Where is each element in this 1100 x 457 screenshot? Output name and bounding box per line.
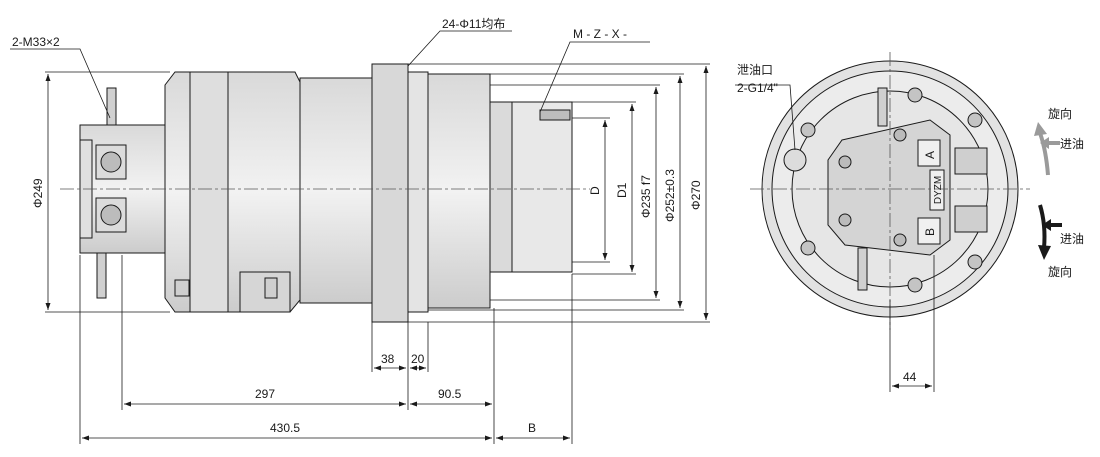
dim-430-5: 430.5 xyxy=(270,421,300,435)
side-bolt-2 xyxy=(264,277,278,299)
end-bolt xyxy=(800,122,816,138)
dim-38: 38 xyxy=(381,352,395,366)
sprocket-top-tab xyxy=(539,109,571,121)
bolt-holes-label: 24-Φ11均布 xyxy=(442,17,505,31)
output-hub xyxy=(427,73,491,309)
port-thread-label: 2-M33×2 xyxy=(12,35,60,49)
end-bolt xyxy=(800,240,816,256)
dim-44: 44 xyxy=(903,370,917,384)
drain-port-label-2: 2-G1/4" xyxy=(737,81,778,95)
end-bolt xyxy=(967,112,983,128)
rotation-label-upper: 旋向 xyxy=(1048,106,1072,121)
port-b-label: B xyxy=(923,228,937,236)
end-port-fitting-lower xyxy=(954,205,988,233)
output-shaft-ring xyxy=(489,101,513,273)
plate-name-box xyxy=(929,169,945,211)
nipple-bottom xyxy=(96,252,107,299)
output-sprocket xyxy=(511,101,573,273)
plate-name-label: DYZM xyxy=(933,176,944,204)
end-port-fitting-upper xyxy=(954,147,988,175)
rotation-arrows xyxy=(1034,122,1062,260)
rotation-arrow-up-head xyxy=(1034,122,1047,136)
drain-port-circle xyxy=(783,148,807,172)
dim-phi249: Φ249 xyxy=(31,178,45,208)
end-bolt xyxy=(967,254,983,270)
side-bolt-1 xyxy=(174,279,190,297)
inlet-label-lower: 进油 xyxy=(1060,232,1084,246)
dim-d1: D1 xyxy=(615,182,629,198)
dim-d: D xyxy=(588,186,602,195)
end-bolt xyxy=(893,128,907,142)
port-a-label: A xyxy=(923,151,937,159)
nipple-top xyxy=(106,87,117,126)
rotation-arrow-up xyxy=(1038,132,1050,176)
end-bolt xyxy=(838,213,852,227)
flange-ring xyxy=(407,71,429,313)
reducer-drum xyxy=(299,77,373,304)
end-bolt xyxy=(907,87,923,103)
port-hex-upper xyxy=(100,151,122,173)
inlet-arrow-upper-head xyxy=(1040,137,1049,149)
end-bolt xyxy=(907,277,923,293)
rotation-label-lower: 旋向 xyxy=(1048,264,1072,279)
dim-297: 297 xyxy=(255,387,275,401)
rotation-arrow-down-head xyxy=(1038,245,1051,260)
end-nipple-top xyxy=(877,87,888,127)
drain-port-label-1: 泄油口 xyxy=(737,63,773,77)
end-nipple-bottom xyxy=(857,247,868,291)
dim-phi270: Φ270 xyxy=(689,180,703,210)
dim-90-5: 90.5 xyxy=(438,387,462,401)
inlet-label-upper: 进油 xyxy=(1060,137,1084,151)
dim-phi252: Φ252±0.3 xyxy=(663,169,677,222)
end-bolt xyxy=(838,155,852,169)
end-dimensions xyxy=(735,84,935,392)
plate-port-b-box xyxy=(917,217,941,245)
dim-phi235: Φ235 f7 xyxy=(639,175,653,218)
side-dimensions xyxy=(10,30,710,444)
side-view xyxy=(79,63,573,323)
dim-b: B xyxy=(528,421,536,435)
plate-port-a-box xyxy=(917,139,941,167)
dim-20: 20 xyxy=(411,352,425,366)
side-text: 2-M33×2 24-Φ11均布 M - Z - X - Φ249 D D1 Φ… xyxy=(12,17,703,435)
rotation-arrow-down xyxy=(1038,204,1047,249)
model-code-label: M - Z - X - xyxy=(573,27,627,41)
mount-flange xyxy=(371,63,409,323)
inlet-arrow-lower-head xyxy=(1042,219,1051,231)
end-bolt xyxy=(893,233,907,247)
housing-band xyxy=(189,71,229,313)
port-hex-lower xyxy=(100,204,122,226)
end-text: 泄油口 2-G1/4" A B DYZM 旋向 进油 进油 旋向 44 xyxy=(737,63,1084,384)
